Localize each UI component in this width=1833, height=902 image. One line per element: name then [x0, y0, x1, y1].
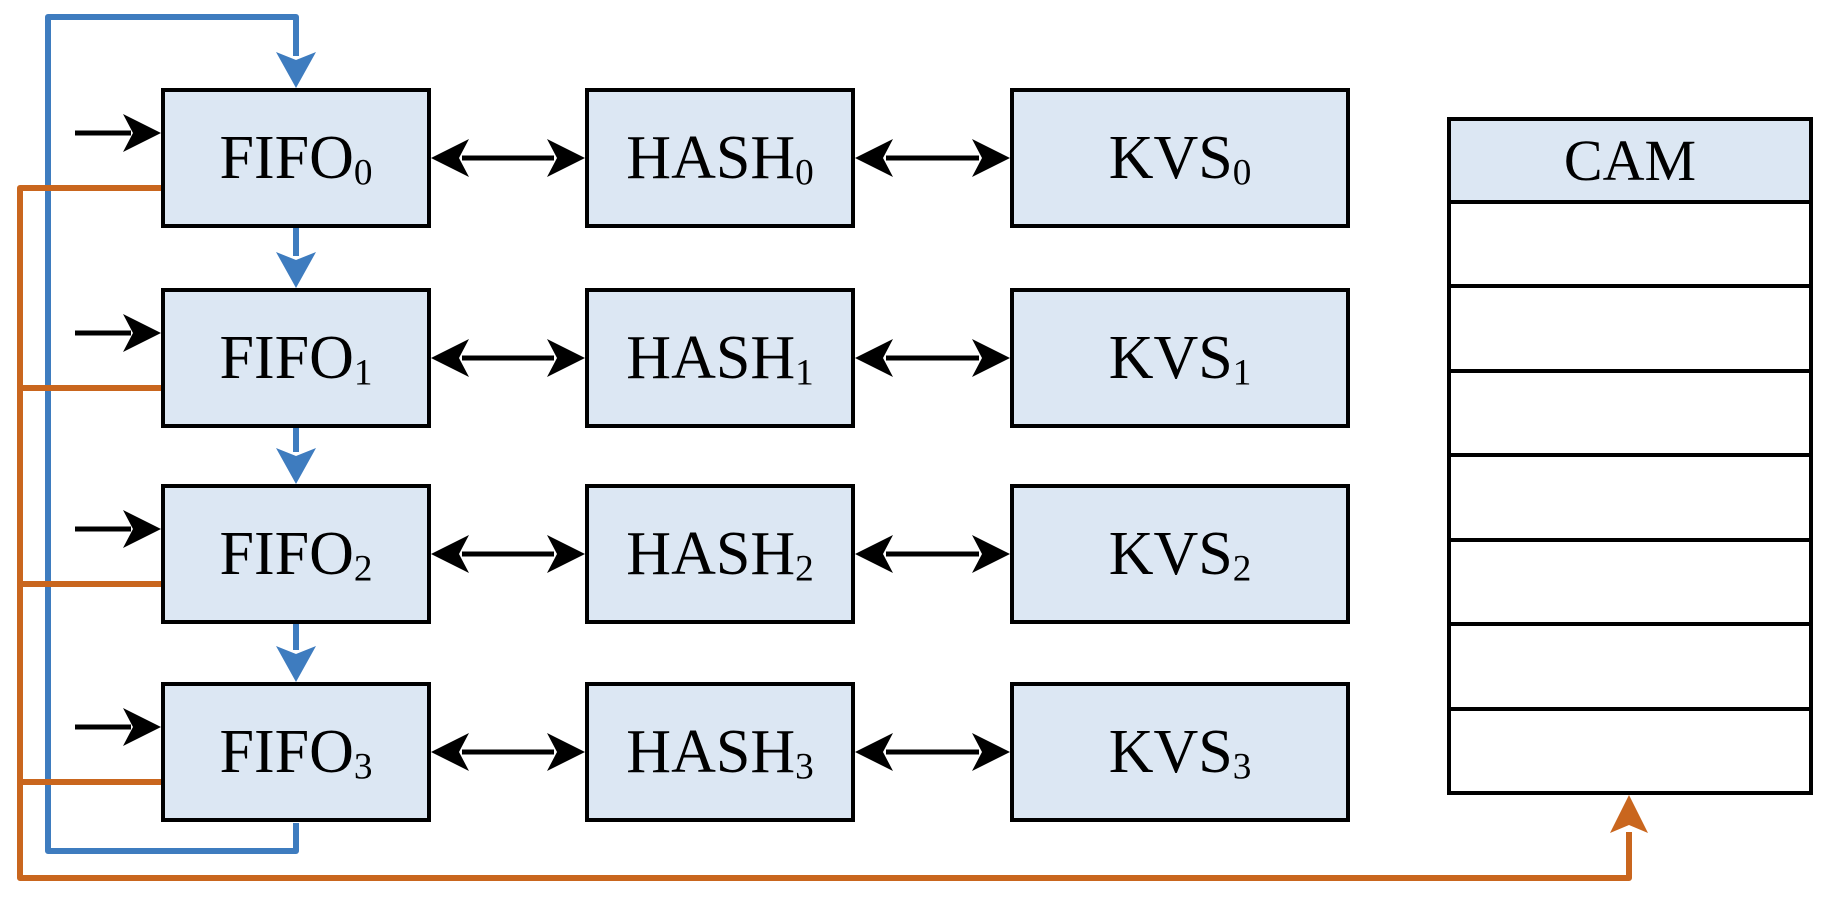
fifo2-to-fifo3-arrow [276, 624, 316, 682]
kvs-0-label: KVS0 [1108, 124, 1252, 194]
fifo-3-label: FIFO3 [219, 718, 373, 788]
cam-empty-row [1451, 710, 1809, 791]
hash-1-box: HASH1 [585, 288, 855, 428]
cam-empty-row [1451, 541, 1809, 627]
hash-3-label: HASH3 [626, 718, 814, 788]
fifo3-hash3-link [431, 733, 585, 771]
hash-3-box: HASH3 [585, 682, 855, 822]
hash0-kvs0-link [855, 139, 1010, 177]
hash-2-box: HASH2 [585, 484, 855, 624]
hash-1-label: HASH1 [626, 324, 814, 394]
fifo0-to-fifo1-arrow [276, 228, 316, 288]
fifo-3-box: FIFO3 [161, 682, 431, 822]
kvs-1-box: KVS1 [1010, 288, 1350, 428]
kvs-3-box: KVS3 [1010, 682, 1350, 822]
fifo1-hash1-link [431, 339, 585, 377]
fifo2-input-arrow [75, 510, 161, 548]
hash-2-label: HASH2 [626, 520, 814, 590]
fifo-1-box: FIFO1 [161, 288, 431, 428]
fifo0-input-arrow [75, 114, 161, 152]
fifo3-input-arrow [75, 708, 161, 746]
cam-empty-row [1451, 457, 1809, 542]
fifo-0-label: FIFO0 [219, 124, 373, 194]
fifo1-input-arrow [75, 314, 161, 352]
fifo2-hash2-link [431, 535, 585, 573]
kvs-1-label: KVS1 [1108, 324, 1252, 394]
kvs-0-box: KVS0 [1010, 88, 1350, 228]
hash-0-box: HASH0 [585, 88, 855, 228]
hash1-kvs1-link [855, 339, 1010, 377]
fifo-0-box: FIFO0 [161, 88, 431, 228]
fifo-2-box: FIFO2 [161, 484, 431, 624]
kvs-2-box: KVS2 [1010, 484, 1350, 624]
fifo0-hash0-link [431, 139, 585, 177]
hash-0-label: HASH0 [626, 124, 814, 194]
fifo-1-label: FIFO1 [219, 324, 373, 394]
cam-empty-row [1451, 626, 1809, 711]
cam-empty-row [1451, 372, 1809, 458]
cam-empty-row [1451, 204, 1809, 289]
fifo-2-label: FIFO2 [219, 520, 373, 590]
kvs-2-label: KVS2 [1108, 520, 1252, 590]
orange-fifo-to-cam-arrow [17, 185, 1648, 881]
cam-empty-rows [1451, 204, 1809, 791]
fifo1-to-fifo2-arrow [276, 428, 316, 484]
cam-table-header: CAM [1451, 121, 1809, 204]
blue-recirculation-arrow [45, 14, 316, 854]
hash2-kvs2-link [855, 535, 1010, 573]
cam-table: CAM [1447, 117, 1813, 795]
cam-empty-row [1451, 288, 1809, 373]
kvs-3-label: KVS3 [1108, 718, 1252, 788]
hash3-kvs3-link [855, 733, 1010, 771]
